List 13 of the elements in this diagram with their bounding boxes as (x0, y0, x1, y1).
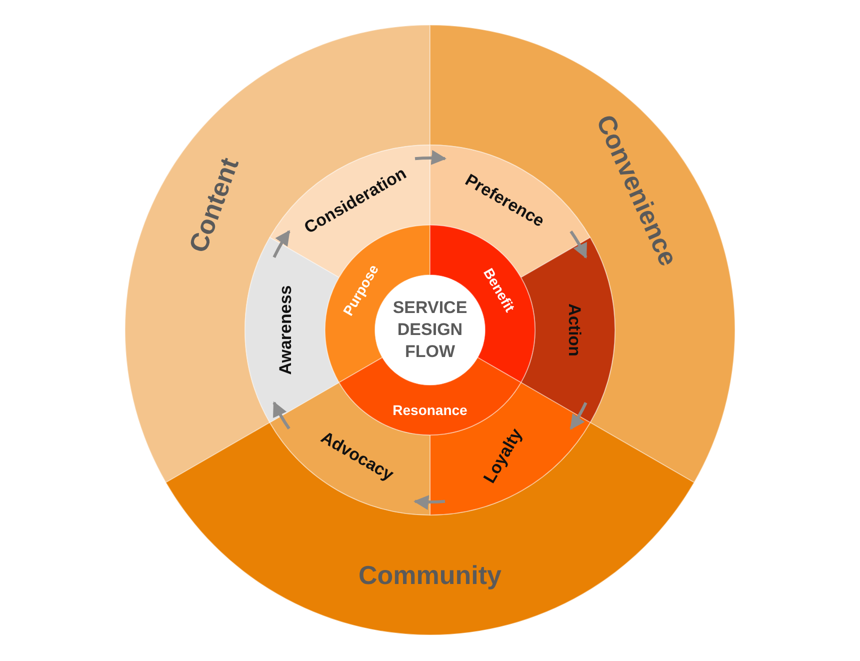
flow-arrow (272, 230, 290, 258)
segment-label: Community (358, 560, 502, 590)
flow-arrow (414, 150, 446, 166)
flow-arrow (414, 494, 446, 510)
flow-arrow (570, 230, 588, 259)
segment-label: Action (565, 304, 584, 356)
ring-segment (244, 237, 340, 423)
flow-arrow (570, 402, 588, 430)
segment-label: Awareness (276, 285, 295, 375)
flow-arrow (272, 401, 290, 430)
ring-segment (165, 422, 695, 635)
segment-label: Resonance (392, 402, 468, 418)
center-label: SERVICE DESIGN FLOW (392, 297, 468, 363)
